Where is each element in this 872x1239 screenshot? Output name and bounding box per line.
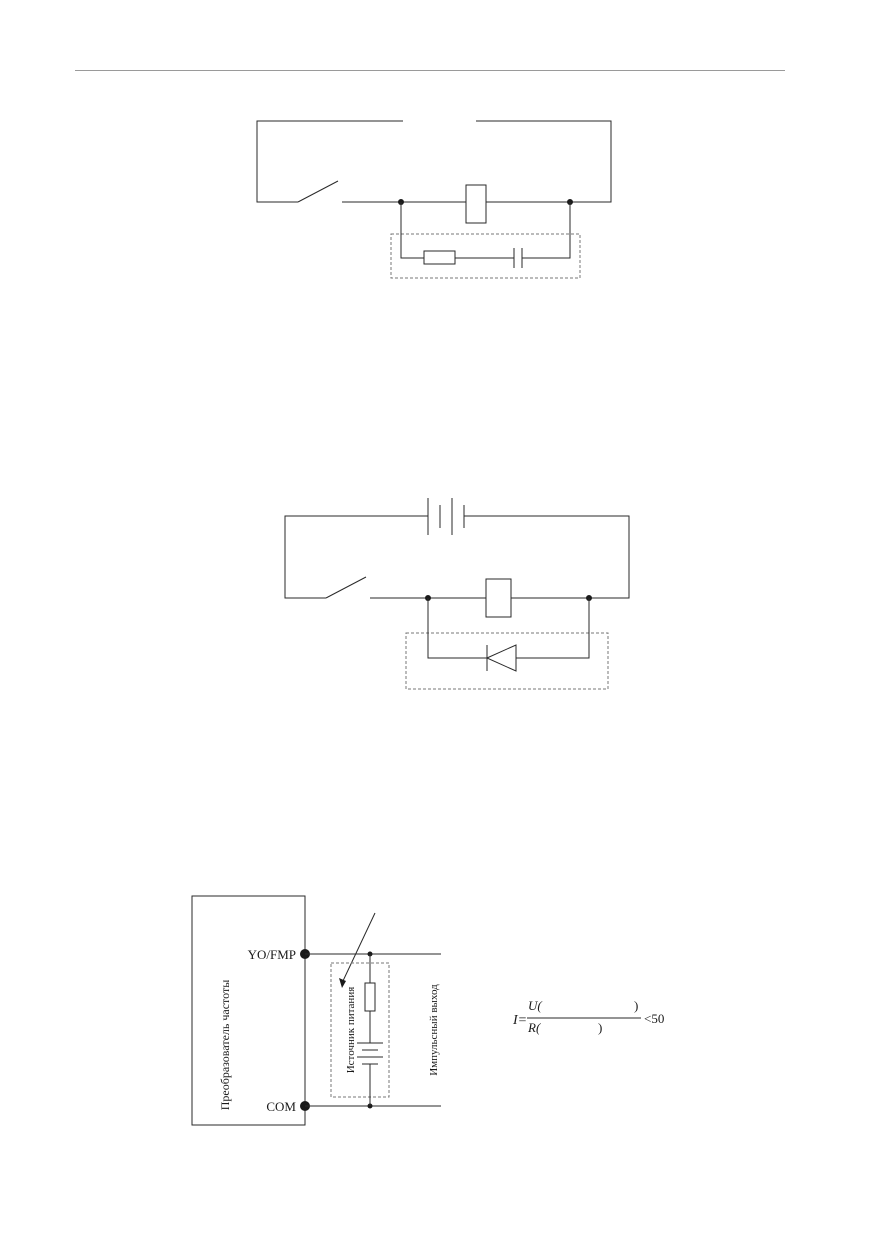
switch-blade <box>297 180 339 203</box>
snubber-left-drop <box>400 202 424 259</box>
loop-top-left <box>256 120 403 203</box>
loop-top-right <box>476 120 612 203</box>
formula-numerator-close: ) <box>634 998 638 1013</box>
source-resistor <box>364 982 376 1012</box>
formula-denominator: R( <box>527 1020 541 1035</box>
loop2-top-right <box>464 515 630 599</box>
diode-right-rise <box>516 598 590 659</box>
inverter-box <box>191 895 306 1126</box>
diode-left-drop <box>427 598 487 659</box>
formula-numerator: U( <box>528 998 542 1013</box>
power-source-box <box>330 962 390 1098</box>
pointer-arrowhead <box>339 978 346 988</box>
terminal-yo-fmp-label: YO/FMP <box>248 947 296 962</box>
formula-denominator-close: ) <box>598 1020 602 1035</box>
relay-coil <box>465 184 487 224</box>
loop2-top-left <box>284 515 428 599</box>
terminal-com-label: COM <box>266 1099 296 1114</box>
header-rule <box>75 70 785 71</box>
diode-box <box>405 632 609 690</box>
diode-circuit-diagram <box>284 498 630 690</box>
pulse-output-label: Импульсный выход <box>428 984 440 1076</box>
power-source-label: Источник питания <box>345 987 357 1074</box>
snubber-box <box>390 233 581 279</box>
switch2-blade <box>325 576 367 599</box>
inverter-label: Преобразователь частоты <box>218 980 232 1111</box>
rc-snubber-diagram <box>256 120 612 279</box>
snubber-right-rise <box>522 202 571 259</box>
formula-lhs: I= <box>512 1013 527 1028</box>
formula-rhs: <50 <box>644 1011 664 1026</box>
pointer-arrow-line <box>341 912 376 984</box>
